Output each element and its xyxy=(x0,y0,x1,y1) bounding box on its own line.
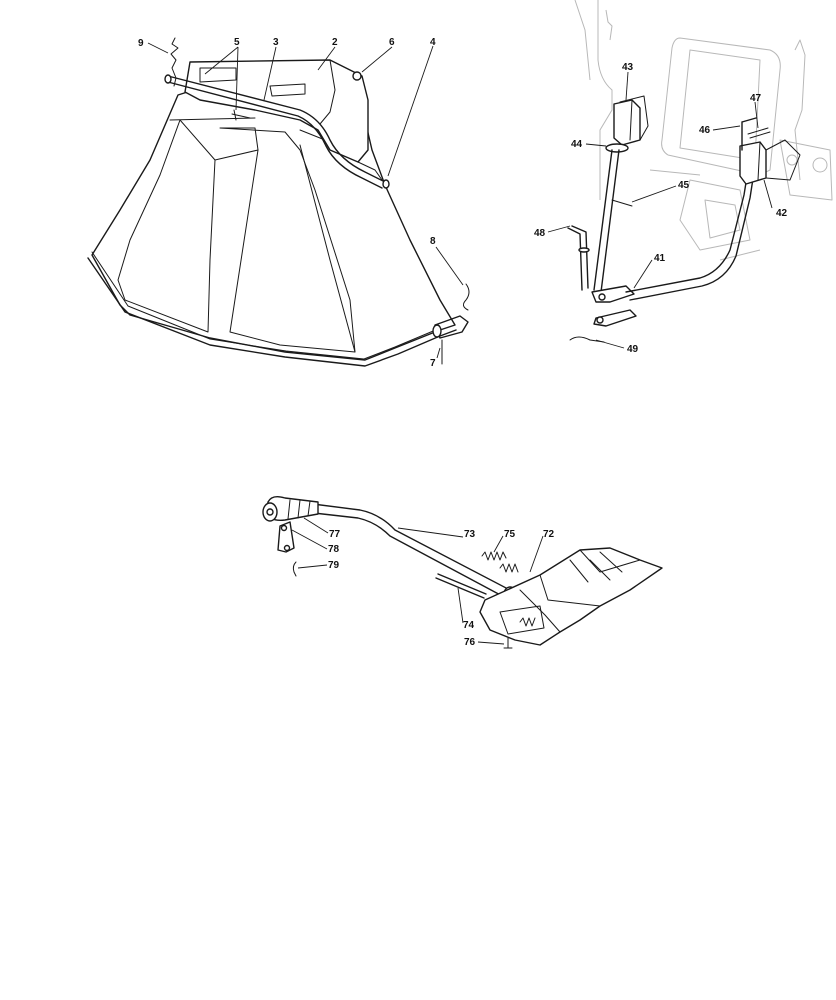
callout-9: 9 xyxy=(138,38,144,49)
callout-44: 44 xyxy=(571,139,583,150)
callout-42: 42 xyxy=(776,208,788,219)
callout-74: 74 xyxy=(463,620,475,631)
callout-6: 6 xyxy=(389,37,395,48)
lift-linkage-figure: 43 47 46 44 45 42 48 41 49 xyxy=(534,0,833,355)
pedal-handle-figure: 77 73 75 72 78 79 74 76 xyxy=(262,495,663,649)
sleeve-42 xyxy=(739,141,767,185)
callout-41: 41 xyxy=(654,253,666,264)
callout-3: 3 xyxy=(273,37,279,48)
base-plate xyxy=(591,285,635,303)
callout-76: 76 xyxy=(464,637,476,648)
catcher-bag xyxy=(91,87,456,361)
callout-72: 72 xyxy=(543,529,555,540)
callout-46: 46 xyxy=(699,125,711,136)
lever-rod xyxy=(304,502,511,591)
callout-47: 47 xyxy=(750,93,762,104)
lift-rod xyxy=(593,149,620,293)
callout-73: 73 xyxy=(464,529,476,540)
callout-8: 8 xyxy=(430,236,436,247)
curved-rod-41 xyxy=(625,169,749,293)
handle-bar xyxy=(167,75,386,183)
callout-78: 78 xyxy=(328,544,340,555)
callout-4: 4 xyxy=(430,37,436,48)
spring-clip xyxy=(170,37,179,87)
callout-77: 77 xyxy=(329,529,341,540)
callout-43: 43 xyxy=(622,62,634,73)
grass-catcher-figure: 9 5 3 2 6 4 8 7 xyxy=(87,37,470,369)
callout-75: 75 xyxy=(504,529,516,540)
sleeve-43 xyxy=(613,99,641,146)
callout-48: 48 xyxy=(534,228,546,239)
callout-2: 2 xyxy=(332,37,338,48)
callout-7: 7 xyxy=(430,358,436,369)
callout-45: 45 xyxy=(678,180,690,191)
callout-49: 49 xyxy=(627,344,639,355)
pedal-plate xyxy=(479,547,663,646)
callout-5: 5 xyxy=(234,37,240,48)
callout-79: 79 xyxy=(328,560,340,571)
